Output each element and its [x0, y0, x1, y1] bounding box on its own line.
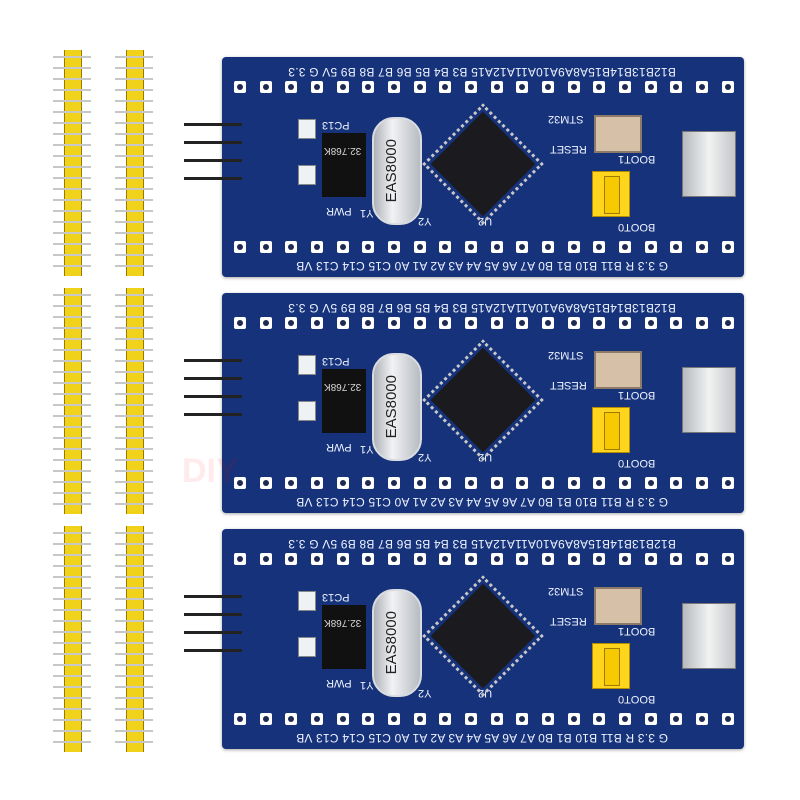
pin-header-strip: for(let i=0;i<20;i++){document.write('<d… [53, 288, 91, 514]
reset-button [594, 351, 642, 389]
boot1-label: BOOT1 [618, 625, 656, 637]
pwr-led [298, 401, 316, 421]
bottom-pad-row: for(let i=0;i<20;i++)document.write('<di… [234, 477, 734, 491]
crystal-oscillator: EAS8000 [372, 117, 422, 225]
y1-label: Y1 [360, 443, 374, 455]
side-header-pins [184, 595, 242, 653]
smd-component [322, 605, 366, 669]
pwr-led [298, 165, 316, 185]
pc13-label: PC13 [322, 119, 350, 131]
board-top-pin-labels: B12B13B14B15A8A9A10A11A12A15 B3 B4 B5 B6… [288, 537, 676, 551]
pin-header-strip: for(let i=0;i<20;i++){document.write('<d… [115, 288, 153, 514]
board-bottom-pin-labels: G 3.3 R B11 B10 B1 B0 A7 A6 A5 A4 A3 A2 … [295, 259, 669, 273]
y1-label: Y1 [360, 679, 374, 691]
pc13-led [298, 591, 316, 611]
boot-jumpers [592, 643, 630, 689]
crystal-text: EAS8000 [383, 139, 400, 203]
pwr-label: PWR [326, 205, 352, 217]
crystal-oscillator: EAS8000 [372, 353, 422, 461]
side-header-pins [184, 123, 242, 181]
y2-label: Y2 [418, 687, 432, 699]
boot0-label: BOOT0 [618, 221, 656, 233]
boot0-label: BOOT0 [618, 693, 656, 705]
stm32-board-2: B12B13B14B15A8A9A10A11A12A15 B3 B4 B5 B6… [184, 293, 744, 513]
pwr-label: PWR [326, 677, 352, 689]
bottom-pad-row: for(let i=0;i<20;i++)document.write('<di… [234, 713, 734, 727]
y2-label: Y2 [418, 215, 432, 227]
small-crystal-label: 32.768K [324, 381, 362, 392]
micro-usb-port [682, 603, 736, 669]
pc13-led [298, 355, 316, 375]
reset-label: RESET [550, 379, 587, 391]
y2-label: Y2 [418, 451, 432, 463]
pin-header-strip: for(let i=0;i<20;i++){document.write('<d… [53, 526, 91, 752]
watermark: DIY [182, 452, 239, 490]
board-bottom-pin-labels: G 3.3 R B11 B10 B1 B0 A7 A6 A5 A4 A3 A2 … [295, 731, 669, 745]
stm32-chip [430, 111, 536, 217]
reset-button [594, 115, 642, 153]
pwr-led [298, 637, 316, 657]
crystal-text: EAS8000 [383, 375, 400, 439]
pc13-led [298, 119, 316, 139]
bottom-pad-row: for(let i=0;i<20;i++)document.write('<di… [234, 241, 734, 255]
crystal-text: EAS8000 [383, 611, 400, 675]
stm32-label: STM32 [548, 585, 584, 597]
stm32-board-3: B12B13B14B15A8A9A10A11A12A15 B3 B4 B5 B6… [184, 529, 744, 749]
boot-jumpers [592, 407, 630, 453]
boot1-label: BOOT1 [618, 153, 656, 165]
stm32-board-1: B12B13B14B15A8A9A10A11A12A15 B3 B4 B5 B6… [184, 57, 744, 277]
y1-label: Y1 [360, 207, 374, 219]
stm32-label: STM32 [548, 349, 584, 361]
micro-usb-port [682, 367, 736, 433]
boot-jumpers [592, 171, 630, 217]
top-pad-row: for(let i=0;i<20;i++)document.write('<di… [234, 317, 734, 331]
small-crystal-label: 32.768K [324, 145, 362, 156]
board-top-pin-labels: B12B13B14B15A8A9A10A11A12A15 B3 B4 B5 B6… [288, 301, 676, 315]
pin-header-strip: for(let i=0;i<20;i++){document.write('<d… [115, 526, 153, 752]
stm32-chip [430, 583, 536, 689]
board-top-pin-labels: B12B13B14B15A8A9A10A11A12A15 B3 B4 B5 B6… [288, 65, 676, 79]
pc13-label: PC13 [322, 591, 350, 603]
pwr-label: PWR [326, 441, 352, 453]
reset-label: RESET [550, 143, 587, 155]
reset-button [594, 587, 642, 625]
crystal-oscillator: EAS8000 [372, 589, 422, 697]
pin-header-strip: for(let i=0;i<20;i++){document.write('<d… [53, 50, 91, 276]
boot0-label: BOOT0 [618, 457, 656, 469]
top-pad-row: for(let i=0;i<20;i++)document.write('<di… [234, 81, 734, 95]
small-crystal-label: 32.768K [324, 617, 362, 628]
boot1-label: BOOT1 [618, 389, 656, 401]
board-bottom-pin-labels: G 3.3 R B11 B10 B1 B0 A7 A6 A5 A4 A3 A2 … [295, 495, 669, 509]
stm32-chip [430, 347, 536, 453]
reset-label: RESET [550, 615, 587, 627]
top-pad-row: for(let i=0;i<20;i++)document.write('<di… [234, 553, 734, 567]
micro-usb-port [682, 131, 736, 197]
pin-header-strip: for(let i=0;i<20;i++){document.write('<d… [115, 50, 153, 276]
smd-component [322, 369, 366, 433]
smd-component [322, 133, 366, 197]
side-header-pins [184, 359, 242, 417]
pc13-label: PC13 [322, 355, 350, 367]
stm32-label: STM32 [548, 113, 584, 125]
